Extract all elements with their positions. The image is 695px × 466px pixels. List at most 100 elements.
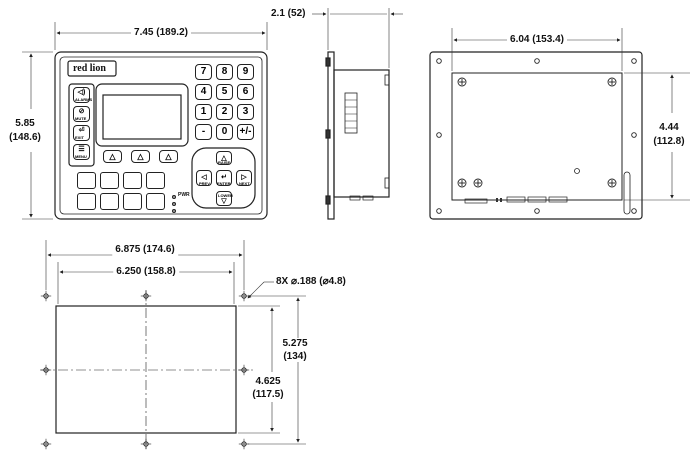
rear-plate-hole bbox=[631, 58, 637, 64]
front-height-dimension-in: 5.85 bbox=[15, 118, 35, 129]
rear-bracket bbox=[623, 171, 631, 215]
side-button-label: MUTE bbox=[75, 116, 87, 121]
rear-plate-hole bbox=[436, 208, 442, 214]
hole-callout: 8X ⌀.188 (⌀4.8) bbox=[276, 276, 346, 287]
cutout-inner-width-dimension: 6.250 (158.8) bbox=[113, 266, 179, 278]
rear-connector-2 bbox=[527, 196, 547, 203]
rear-dimensions bbox=[451, 28, 690, 201]
function-key[interactable] bbox=[100, 193, 119, 210]
side-stud-2 bbox=[325, 129, 331, 139]
enter-icon: ↵ bbox=[221, 174, 227, 181]
side-depth-dimension: 2.1 (52) bbox=[271, 8, 306, 19]
nav-cluster bbox=[191, 147, 256, 209]
keypad-key[interactable]: +/- bbox=[237, 124, 254, 140]
function-key[interactable] bbox=[77, 172, 96, 189]
rear-port bbox=[574, 168, 580, 174]
front-width-dimension: 7.45 (189.2) bbox=[131, 27, 191, 39]
pwr-label: PWR bbox=[178, 192, 190, 198]
prev-button[interactable]: ◁PREV bbox=[196, 170, 212, 186]
softkey-2[interactable]: △ bbox=[131, 150, 150, 163]
triangle-up-icon: △ bbox=[165, 152, 172, 161]
rear-connector-1 bbox=[506, 196, 526, 203]
function-key[interactable] bbox=[123, 172, 142, 189]
function-key[interactable] bbox=[100, 172, 119, 189]
function-key[interactable] bbox=[77, 193, 96, 210]
red-lion-logo: red lion bbox=[73, 63, 106, 74]
lower-button[interactable]: LOWER▽ bbox=[216, 191, 233, 206]
function-key[interactable] bbox=[123, 193, 142, 210]
side-button-exit[interactable]: ⏎EXIT bbox=[73, 125, 90, 141]
exit-icon: ⏎ bbox=[78, 127, 85, 134]
function-key[interactable] bbox=[146, 193, 165, 210]
led-3 bbox=[172, 209, 177, 214]
keypad-key[interactable]: 2 bbox=[216, 104, 233, 120]
cutout-inner-height-in: 4.625 bbox=[255, 376, 281, 387]
led-2 bbox=[172, 202, 177, 207]
side-terminal-1 bbox=[349, 195, 361, 201]
side-dimensions bbox=[312, 8, 403, 68]
rear-plate-hole bbox=[631, 208, 637, 214]
keypad-key[interactable]: 6 bbox=[237, 84, 254, 100]
rear-plate-hole bbox=[436, 58, 442, 64]
cutout-outer-height-mm: (134) bbox=[283, 351, 307, 362]
side-button-mute[interactable]: ⊘MUTE bbox=[73, 106, 90, 122]
keypad-key[interactable]: 0 bbox=[216, 124, 233, 140]
arrow-down-icon: ▽ bbox=[221, 198, 227, 205]
rear-housing bbox=[451, 72, 623, 201]
mounting-hole bbox=[238, 290, 250, 302]
screw-icon bbox=[607, 77, 617, 87]
keypad-key[interactable]: 7 bbox=[195, 64, 212, 80]
enter-button[interactable]: ↵ENTER bbox=[216, 170, 232, 186]
side-stud-1 bbox=[325, 57, 331, 67]
arrow-right-icon: ▷ bbox=[241, 174, 247, 181]
rear-plate-hole bbox=[436, 132, 442, 138]
rear-plate-holes bbox=[436, 58, 637, 214]
front-height-dimension-mm: (148.6) bbox=[9, 132, 41, 143]
side-housing bbox=[333, 69, 390, 198]
keypad-key[interactable]: 8 bbox=[216, 64, 233, 80]
softkey-3[interactable]: △ bbox=[159, 150, 178, 163]
arrow-left-icon: ◁ bbox=[201, 174, 207, 181]
arrow-up-icon: △ bbox=[221, 155, 227, 162]
front-view bbox=[54, 51, 268, 220]
front-bezel-outer bbox=[54, 51, 268, 220]
rear-plate-hole bbox=[631, 132, 637, 138]
side-button-menu[interactable]: ☰MENU bbox=[73, 144, 90, 160]
side-stud-3 bbox=[325, 195, 331, 205]
pwr-led bbox=[172, 195, 177, 200]
cutout-rect bbox=[55, 305, 237, 434]
side-connector bbox=[344, 92, 358, 134]
mounting-hole bbox=[40, 438, 52, 450]
mounting-hole bbox=[238, 438, 250, 450]
cutout-inner-height-mm: (117.5) bbox=[252, 389, 284, 400]
function-key[interactable] bbox=[146, 172, 165, 189]
keypad-key[interactable]: 5 bbox=[216, 84, 233, 100]
side-clip-top bbox=[384, 74, 390, 86]
keypad-key[interactable]: 4 bbox=[195, 84, 212, 100]
keypad-key[interactable]: - bbox=[195, 124, 212, 140]
alarm-icon: ◁) bbox=[77, 89, 86, 96]
keypad-key[interactable]: 9 bbox=[237, 64, 254, 80]
raise-button[interactable]: △RAISE bbox=[216, 151, 232, 165]
side-button-label: MENU bbox=[75, 154, 87, 159]
mounting-hole bbox=[140, 290, 152, 302]
next-button[interactable]: ▷NEXT bbox=[236, 170, 252, 186]
mounting-hole bbox=[238, 364, 250, 376]
logo-box bbox=[67, 60, 117, 77]
rear-width-dimension: 6.04 (153.4) bbox=[507, 34, 567, 46]
rear-plate bbox=[429, 51, 643, 220]
rear-plate-hole bbox=[534, 58, 540, 64]
cutout-view bbox=[40, 290, 256, 450]
side-button-label: EXIT bbox=[75, 135, 84, 140]
softkey-1[interactable]: △ bbox=[103, 150, 122, 163]
rear-connector-4 bbox=[464, 198, 488, 204]
side-button-alarms[interactable]: ◁)ALARMS bbox=[73, 87, 92, 103]
keypad-key[interactable]: 3 bbox=[237, 104, 254, 120]
rear-terminal-pin bbox=[500, 198, 502, 202]
cutout-outer-height-in: 5.275 bbox=[282, 338, 308, 349]
menu-icon: ☰ bbox=[78, 146, 85, 153]
keypad-key[interactable]: 1 bbox=[195, 104, 212, 120]
screw-icon bbox=[473, 178, 483, 188]
display-frame bbox=[95, 83, 189, 147]
